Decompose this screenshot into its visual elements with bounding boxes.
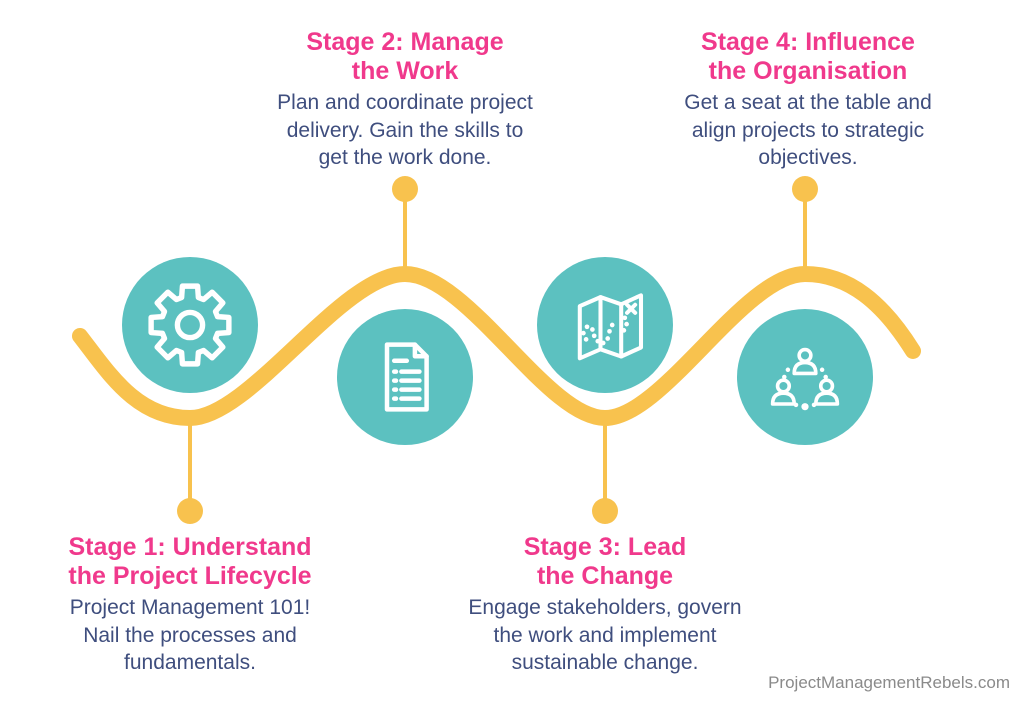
stage-4-text-block: Stage 4: Influence the Organisation Get … bbox=[643, 28, 973, 172]
stage-3-title-line-2: the Change bbox=[536, 562, 674, 590]
stage-3-node-circle bbox=[537, 257, 673, 393]
map-icon bbox=[577, 293, 644, 361]
stage-2-node-circle bbox=[337, 309, 473, 445]
gear-icon bbox=[148, 283, 232, 367]
stage-2-text-block: Stage 2: Manage the Work Plan and coordi… bbox=[240, 28, 570, 172]
stage-3-text-block: Stage 3: Lead the Change Engage stakehol… bbox=[440, 533, 770, 677]
stage-1-desc-line-3: fundamentals. bbox=[124, 651, 256, 675]
stage-4-title: Stage 4: Influence the Organisation bbox=[643, 28, 973, 86]
watermark-url: ProjectManagementRebels.com bbox=[768, 673, 1010, 692]
stage-2-title-line-1: Stage 2: Manage bbox=[306, 28, 504, 56]
stage-1-description: Project Management 101! Nail the process… bbox=[25, 594, 355, 677]
stage-1-node-circle bbox=[122, 257, 258, 393]
stage-3-connector-dot bbox=[592, 498, 618, 524]
stage-1-connector-dot bbox=[177, 498, 203, 524]
stage-2-desc-line-2: delivery. Gain the skills to bbox=[286, 118, 524, 142]
stage-1-title-line-1: Stage 1: Understand bbox=[68, 533, 312, 561]
stage-4-desc-line-1: Get a seat at the table and bbox=[684, 91, 932, 114]
stage-4-title-line-2: the Organisation bbox=[708, 57, 908, 85]
stage-2-desc-line-3: get the work done. bbox=[318, 146, 492, 170]
stage-3-title: Stage 3: Lead the Change bbox=[440, 533, 770, 591]
stage-1-desc-line-2: Nail the processes and bbox=[83, 623, 297, 647]
stage-4-description: Get a seat at the table and align projec… bbox=[643, 89, 973, 172]
document-icon bbox=[384, 342, 429, 412]
stage-2-title: Stage 2: Manage the Work bbox=[240, 28, 570, 86]
stage-4-connector-dot bbox=[792, 176, 818, 202]
stage-4-node-circle bbox=[737, 309, 873, 445]
stage-3-title-line-1: Stage 3: Lead bbox=[523, 533, 687, 561]
stage-1-text-block: Stage 1: Understand the Project Lifecycl… bbox=[25, 533, 355, 677]
timeline-wave bbox=[72, 265, 921, 427]
stage-2-connector-dot bbox=[392, 176, 418, 202]
stage-4-title-line-1: Stage 4: Influence bbox=[701, 28, 915, 56]
stage-2-desc-line-1: Plan and coordinate project bbox=[277, 91, 533, 114]
stage-3-desc-line-1: Engage stakeholders, govern bbox=[468, 596, 742, 619]
stage-2-description: Plan and coordinate project delivery. Ga… bbox=[240, 89, 570, 172]
people-icon bbox=[770, 347, 840, 411]
stage-4-desc-line-2: align projects to strategic bbox=[691, 118, 925, 142]
stage-3-desc-line-3: sustainable change. bbox=[511, 651, 699, 675]
stage-1-title: Stage 1: Understand the Project Lifecycl… bbox=[25, 533, 355, 591]
stage-2-title-line-2: the Work bbox=[351, 57, 459, 85]
stage-4-desc-line-3: objectives. bbox=[758, 146, 858, 170]
stage-1-title-line-2: the Project Lifecycle bbox=[68, 562, 312, 590]
stage-1-desc-line-1: Project Management 101! bbox=[69, 596, 311, 619]
stage-3-desc-line-2: the work and implement bbox=[493, 623, 717, 647]
stage-3-description: Engage stakeholders, govern the work and… bbox=[440, 594, 770, 677]
